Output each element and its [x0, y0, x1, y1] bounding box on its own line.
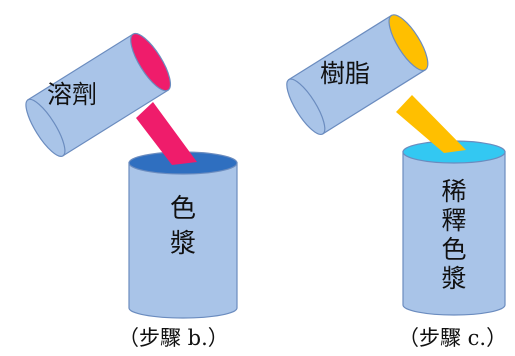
diluted-paste-label-char-3: 色 — [441, 235, 466, 264]
pigment-paste-label-char-2: 漿 — [170, 229, 196, 259]
solvent-stream — [136, 102, 197, 165]
resin-stream — [396, 95, 466, 153]
diluted-paste-container-body — [402, 151, 506, 316]
solvent-label: 溶劑 — [47, 80, 97, 109]
diluted-paste-container: 稀 釋 色 漿 — [402, 140, 506, 316]
step-b-caption: （步驟 b.） — [118, 326, 229, 350]
resin-container — [286, 14, 429, 135]
pigment-paste-container: 色 漿 — [128, 151, 238, 319]
step-b-group: 色 漿 溶劑 — [25, 32, 238, 319]
diluted-paste-label-char-1: 稀 — [441, 177, 466, 206]
solvent-container-mouth — [130, 32, 171, 92]
solvent-container — [25, 32, 171, 157]
pigment-paste-container-body — [128, 162, 238, 319]
step-c-group: 稀 釋 色 漿 樹脂 — [286, 14, 506, 316]
step-c-caption: （步驟 c.） — [398, 326, 508, 350]
diluted-paste-label-char-4: 漿 — [441, 264, 466, 293]
pigment-paste-label-char-1: 色 — [170, 194, 196, 224]
solvent-container-back-end — [25, 98, 66, 157]
resin-container-mouth — [388, 14, 429, 71]
diluted-paste-label-char-2: 釋 — [441, 206, 466, 235]
resin-label: 樹脂 — [320, 59, 370, 88]
resin-container-back-end — [286, 78, 326, 135]
